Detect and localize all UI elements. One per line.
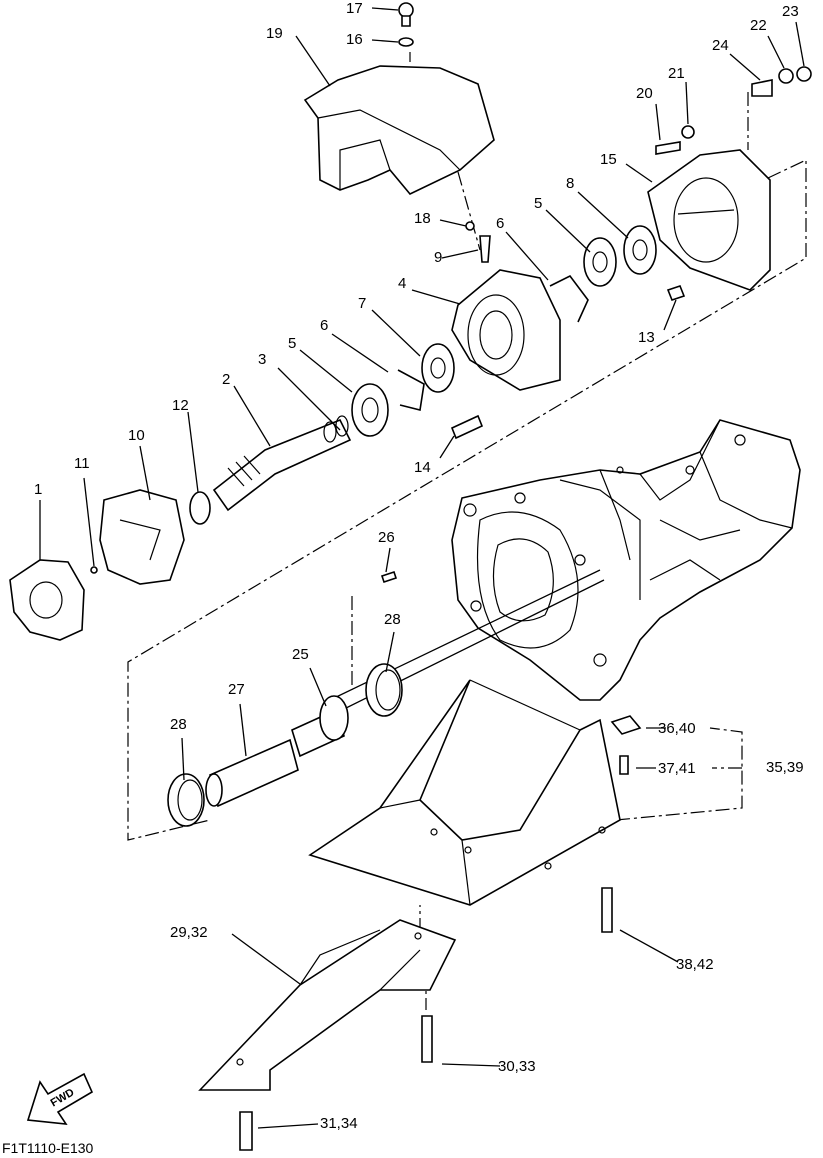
label-part-26: 26 [378, 529, 395, 546]
impeller-parts [9, 66, 812, 641]
label-part-20: 20 [636, 85, 653, 102]
reference-code: F1T1110-E130 [2, 1140, 94, 1156]
label-part-30-33: 30,33 [498, 1058, 536, 1075]
label-part-10: 10 [128, 427, 145, 444]
label-part-15: 15 [600, 151, 617, 168]
label-part-23: 23 [782, 3, 799, 20]
lower-fasteners [239, 715, 642, 1151]
label-part-31-34: 31,34 [320, 1115, 358, 1132]
label-part-3: 3 [258, 351, 267, 368]
label-part-28-lower: 28 [170, 716, 187, 733]
top-cover [303, 2, 495, 195]
label-part-25: 25 [292, 646, 309, 663]
label-part-21: 21 [668, 65, 685, 82]
label-part-22: 22 [750, 17, 767, 34]
label-part-16: 16 [346, 31, 363, 48]
label-part-35-39: 35,39 [766, 759, 804, 776]
label-part-7: 7 [358, 295, 367, 312]
label-part-13: 13 [638, 329, 655, 346]
label-part-2: 2 [222, 371, 231, 388]
label-part-28-upper: 28 [384, 611, 401, 628]
label-part-27: 27 [228, 681, 245, 698]
mount-brackets [198, 679, 621, 1091]
label-part-8: 8 [566, 175, 575, 192]
fwd-arrow-icon [26, 1072, 94, 1125]
label-part-37-41: 37,41 [658, 760, 696, 777]
label-part-24: 24 [712, 37, 729, 54]
label-part-17: 17 [346, 0, 363, 17]
leader-lines [39, 7, 805, 1129]
label-part-29-32: 29,32 [170, 924, 208, 941]
label-part-19: 19 [266, 25, 283, 42]
label-part-36-40: 36,40 [658, 720, 696, 737]
label-part-5-lower: 5 [288, 335, 297, 352]
label-part-6-lower: 6 [320, 317, 329, 334]
label-part-12: 12 [172, 397, 189, 414]
label-part-9: 9 [434, 249, 443, 266]
label-part-1: 1 [34, 481, 43, 498]
label-part-14: 14 [414, 459, 431, 476]
jet-pump-unit [451, 419, 801, 701]
label-part-38-42: 38,42 [676, 956, 714, 973]
label-part-6-upper: 6 [496, 215, 505, 232]
label-part-5-upper: 5 [534, 195, 543, 212]
drive-shaft-assembly [167, 569, 605, 827]
label-part-4: 4 [398, 275, 407, 292]
label-part-11: 11 [74, 455, 90, 472]
label-part-18: 18 [414, 210, 431, 227]
